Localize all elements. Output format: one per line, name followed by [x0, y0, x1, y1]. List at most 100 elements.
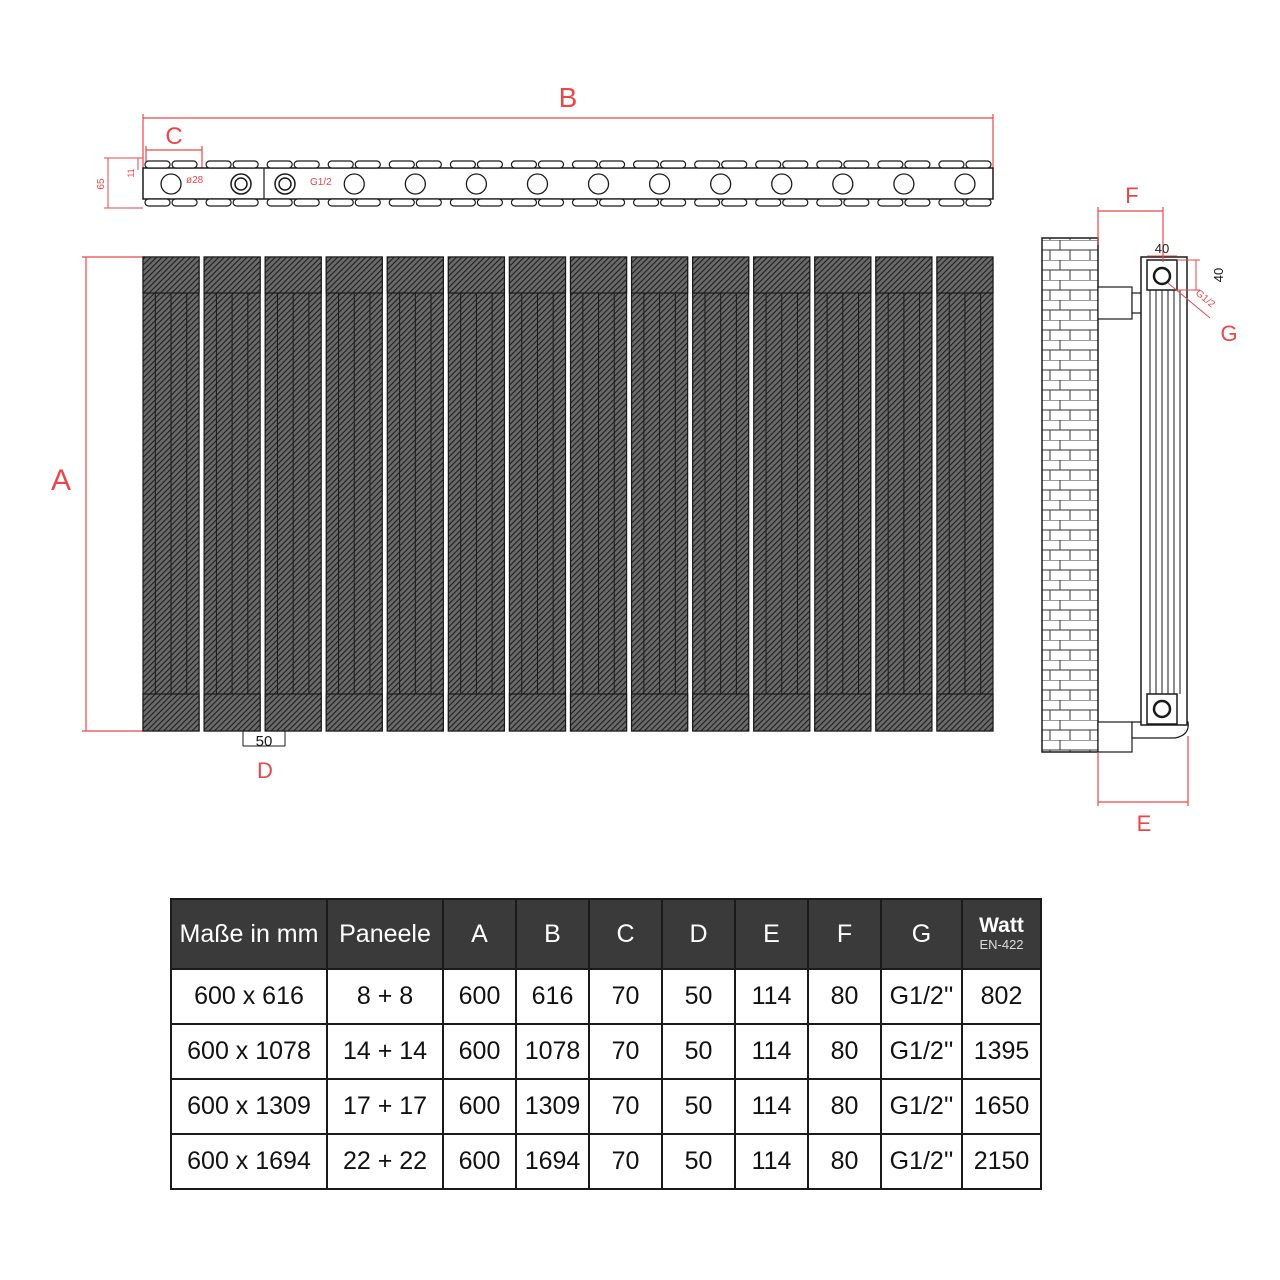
panel-cap	[632, 198, 687, 207]
radiator-panel	[569, 256, 628, 732]
collector-hole-icon	[160, 173, 182, 195]
radiator-panel	[753, 256, 811, 732]
cell-watt: 1650	[961, 1078, 1042, 1135]
pipe-connection-icon	[274, 173, 296, 195]
table-header-row: Maße in mm Paneele A B C D E F G Watt EN…	[170, 898, 1042, 970]
cell-c: 70	[588, 968, 663, 1025]
label-b: B	[559, 82, 578, 113]
cell-a: 600	[442, 1023, 517, 1080]
cell-e: 114	[734, 1133, 809, 1190]
cell-watt: 2150	[961, 1133, 1042, 1190]
header-d: D	[661, 898, 736, 970]
pipe-diameter-label: ø28	[186, 175, 204, 186]
radiator-panel	[630, 256, 689, 732]
collector-hole-icon	[832, 173, 854, 195]
cell-c: 70	[588, 1023, 663, 1080]
collector-hole-icon	[771, 173, 793, 195]
cell-dimensions: 600 x 616	[170, 968, 328, 1025]
dimension-a	[82, 256, 145, 732]
cell-g: G1/2''	[880, 1078, 963, 1135]
collector-hole-icon	[526, 173, 549, 195]
panel-cap	[510, 198, 565, 207]
header-f: F	[807, 898, 882, 970]
radiator-panel	[814, 256, 872, 732]
radiator-panel	[508, 256, 567, 732]
cell-b: 1309	[515, 1078, 590, 1135]
cell-g: G1/2''	[880, 1023, 963, 1080]
label-c: C	[165, 123, 182, 150]
panel-cap	[266, 198, 320, 207]
panel-cap	[205, 198, 259, 207]
side-connection-top	[1146, 259, 1178, 291]
dimension-40	[1147, 255, 1211, 319]
cell-f: 80	[807, 1133, 882, 1190]
cell-b: 1078	[515, 1023, 590, 1080]
panel-cap	[388, 198, 442, 207]
cell-dimensions: 600 x 1078	[170, 1023, 328, 1080]
cell-c: 70	[588, 1078, 663, 1135]
header-panels: Paneele	[326, 898, 444, 970]
cell-panels: 22 + 22	[326, 1133, 444, 1190]
header-g: G	[880, 898, 963, 970]
brick-wall	[1041, 237, 1099, 753]
dim-65-label: 65	[96, 178, 107, 190]
dimension-d	[242, 731, 286, 747]
dim-40-top-label: 40	[1155, 241, 1169, 256]
top-view-panel-caps	[144, 160, 992, 207]
cell-a: 600	[442, 968, 517, 1025]
panel-cap	[510, 160, 565, 169]
panel-cap	[877, 160, 931, 169]
collector-hole-icon	[343, 173, 365, 195]
label-d: D	[257, 758, 273, 783]
cell-c: 70	[588, 1133, 663, 1190]
dimension-65	[104, 157, 143, 209]
header-dimensions: Maße in mm	[170, 898, 328, 970]
cell-e: 114	[734, 1078, 809, 1135]
top-view: B C 65 11 ø28 G1/2	[96, 82, 994, 209]
panel-cap	[938, 160, 992, 169]
dim-50-label: 50	[256, 733, 273, 750]
header-watt: Watt EN-422	[961, 898, 1042, 970]
top-collector	[142, 167, 994, 200]
cell-d: 50	[661, 1078, 736, 1135]
header-a: A	[442, 898, 517, 970]
side-port-bottom-icon	[1152, 699, 1172, 719]
panel-cap	[144, 160, 198, 169]
collector-hole-icon	[710, 173, 732, 195]
cell-f: 80	[807, 968, 882, 1025]
side-view: F 40 40 G1/2 G E	[1041, 183, 1238, 836]
cell-dimensions: 600 x 1694	[170, 1133, 328, 1190]
label-g: G	[1220, 321, 1237, 346]
radiator-panel	[936, 256, 994, 732]
panel-cap	[816, 160, 870, 169]
panel-cap	[327, 198, 381, 207]
dim-11-label: 11	[126, 168, 136, 177]
label-a: A	[51, 464, 71, 497]
dimension-e	[1097, 736, 1189, 806]
radiator-panel	[203, 256, 261, 732]
collector-hole-icon	[954, 173, 976, 195]
radiator-panel	[692, 256, 750, 732]
cell-e: 114	[734, 1023, 809, 1080]
panel-cap	[449, 160, 504, 169]
panel-cap	[388, 160, 442, 169]
radiator-panel	[325, 256, 383, 732]
front-view: A 50 D	[51, 256, 994, 783]
cell-panels: 17 + 17	[326, 1078, 444, 1135]
collector-hole-icon	[587, 173, 610, 195]
panel-cap	[755, 160, 809, 169]
collector-hole-icon	[465, 173, 488, 195]
radiator-panel	[386, 256, 444, 732]
bracket-bottom	[1097, 721, 1133, 753]
panel-cap	[449, 198, 504, 207]
cell-a: 600	[442, 1133, 517, 1190]
dim-40-side-label: 40	[1211, 268, 1226, 282]
panel-cap	[144, 198, 198, 207]
panel-cap	[755, 198, 809, 207]
panel-cap	[694, 160, 748, 169]
panel-cap	[266, 160, 320, 169]
thread-top-label: G1/2	[310, 177, 332, 188]
